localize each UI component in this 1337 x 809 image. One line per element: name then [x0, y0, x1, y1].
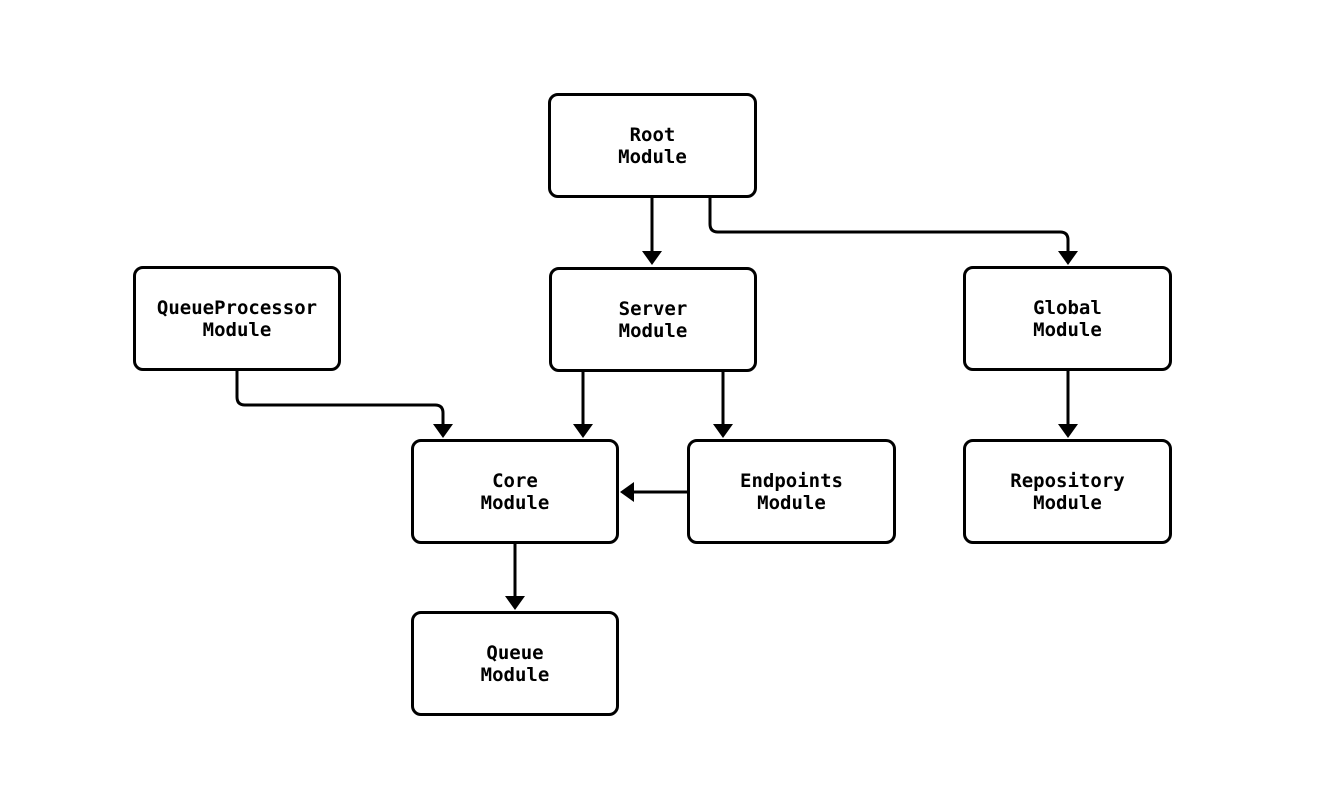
node-queueprocessor-label: QueueProcessor Module	[156, 296, 318, 341]
node-server-label: Server Module	[618, 297, 688, 342]
node-endpoints: Endpoints Module	[687, 439, 896, 544]
node-root: Root Module	[548, 93, 757, 198]
edge-queueprocessor-to-core	[235, 371, 453, 438]
node-queueprocessor: QueueProcessor Module	[133, 266, 341, 371]
node-global: Global Module	[963, 266, 1172, 371]
node-repository: Repository Module	[963, 439, 1172, 544]
node-endpoints-label: Endpoints Module	[740, 469, 843, 514]
node-core-label: Core Module	[480, 469, 550, 514]
node-core: Core Module	[411, 439, 619, 544]
node-global-label: Global Module	[1033, 296, 1102, 341]
node-repository-label: Repository Module	[1010, 469, 1125, 514]
node-root-label: Root Module	[618, 123, 687, 168]
node-server: Server Module	[549, 267, 757, 372]
edge-root-to-global	[708, 198, 1078, 265]
edges-group	[235, 198, 1078, 610]
node-queue-label: Queue Module	[480, 641, 550, 686]
node-queue: Queue Module	[411, 611, 619, 716]
